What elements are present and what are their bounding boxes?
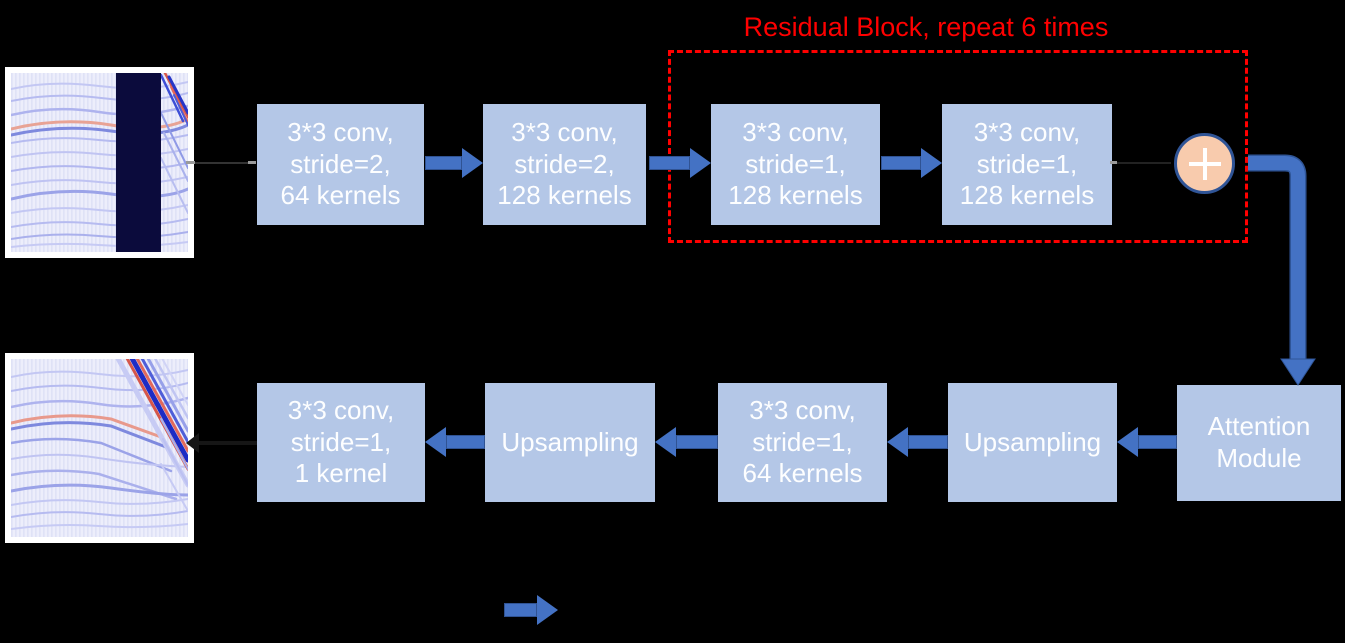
arrow-head — [537, 595, 558, 625]
conv-box-stride1-128-b: 3*3 conv, stride=1, 128 kernels — [942, 104, 1112, 225]
input-seismic-image — [5, 67, 194, 258]
legend-right-arrow-icon — [504, 595, 558, 625]
arrow-head — [186, 433, 199, 453]
conv-to-plus-connector — [1113, 162, 1171, 164]
arrow-head — [887, 427, 908, 457]
arrow-shaft — [676, 435, 718, 449]
input-to-conv-connector — [188, 162, 256, 164]
left-arrow-icon — [887, 427, 948, 457]
output-seismic-image — [5, 353, 194, 543]
right-arrow-icon — [881, 148, 942, 178]
arrow-shaft — [425, 156, 462, 170]
upsampling-box-1: Upsampling — [485, 383, 655, 502]
arrow-head — [921, 148, 942, 178]
arrow-shaft — [908, 435, 948, 449]
right-arrow-icon — [425, 148, 483, 178]
arrow-head — [425, 427, 446, 457]
residual-add-node — [1174, 133, 1235, 194]
arrow-shaft — [881, 156, 921, 170]
connector-tick — [1110, 161, 1117, 164]
arrow-head — [462, 148, 483, 178]
left-arrow-icon — [1117, 427, 1177, 457]
connector-tick — [186, 161, 195, 164]
conv-box-stride2-128: 3*3 conv, stride=2, 128 kernels — [483, 104, 646, 225]
connector-tick — [248, 161, 256, 164]
arrow-head — [655, 427, 676, 457]
attention-module-box: Attention Module — [1177, 385, 1341, 501]
conv-box-stride2-64: 3*3 conv, stride=2, 64 kernels — [257, 104, 424, 225]
arrow-head — [1117, 427, 1138, 457]
seismic-waveform-art — [11, 73, 188, 252]
arrow-shaft — [1138, 435, 1177, 449]
conv-to-output-connector — [186, 429, 257, 457]
conv-box-stride1-64: 3*3 conv, stride=1, 64 kernels — [718, 383, 887, 502]
missing-trace-gap-band — [116, 73, 161, 252]
residual-block-title: Residual Block, repeat 6 times — [743, 12, 1109, 42]
conv-box-stride1-1: 3*3 conv, stride=1, 1 kernel — [257, 383, 425, 502]
left-arrow-icon — [655, 427, 718, 457]
upsampling-box-2: Upsampling — [948, 383, 1117, 502]
arrow-shaft — [504, 603, 537, 617]
arrow-shaft — [446, 435, 485, 449]
seismic-waveform-art — [11, 359, 188, 537]
residual-block-outline — [668, 50, 1248, 243]
plus-icon — [1202, 147, 1207, 180]
arrow-shaft — [649, 156, 690, 170]
left-arrow-icon — [425, 427, 485, 457]
right-arrow-icon — [649, 148, 711, 178]
elbow-down-arrow-icon — [1248, 154, 1316, 386]
conv-box-stride1-128-a: 3*3 conv, stride=1, 128 kernels — [711, 104, 880, 225]
arrow-shaft — [199, 441, 257, 445]
arrow-head — [690, 148, 711, 178]
